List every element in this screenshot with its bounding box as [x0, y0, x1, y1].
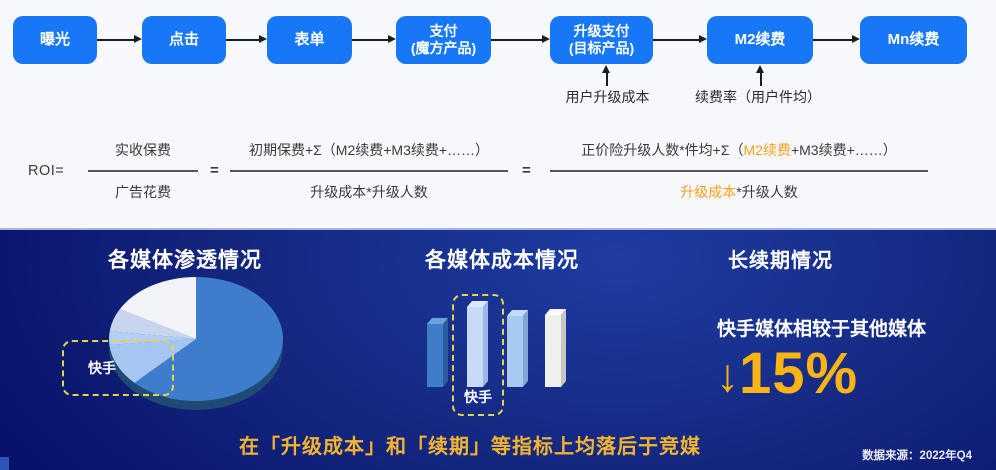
fraction3-num-post: +M3续费+……） [790, 142, 897, 158]
fraction-initial-premium: 初期保费+Σ（M2续费+M3续费+……） 升级成本*升级人数 [230, 140, 508, 202]
kuaishou-label: 快手 [88, 360, 116, 376]
equals-sign: = [522, 162, 531, 179]
up-arrow-icon [603, 65, 609, 86]
flow-arrow-icon [813, 36, 860, 43]
pie-chart-svg [109, 277, 283, 410]
fraction-premium-over-adspend: 实收保费 广告花费 [88, 140, 198, 202]
fraction2-numerator: 初期保费+Σ（M2续费+M3续费+……） [248, 142, 490, 158]
flow-arrow-icon [352, 36, 396, 43]
fraction1-numerator: 实收保费 [115, 142, 171, 158]
flow-arrow-icon [97, 36, 142, 43]
fraction3-numerator: 正价险升级人数*件均+Σ（M2续费+M3续费+……） [550, 140, 928, 160]
flow-arrow-icon [653, 36, 707, 43]
penetration-chart-title: 各媒体渗透情况 [108, 249, 262, 272]
kuaishou-bar-highlight: 快手 [452, 294, 504, 416]
funnel-step-exposure: 曝光 [13, 16, 97, 64]
annotation-upgrade-cost: 用户升级成本 [565, 89, 650, 105]
roi-label: ROI= [28, 163, 65, 179]
renewal-section-title: 长续期情况 [728, 250, 833, 272]
fraction3-den-post: *升级人数 [736, 183, 798, 200]
funnel-step-mn-renewal: Mn续费 [860, 16, 967, 64]
flow-arrow-icon [491, 36, 550, 43]
cost-bar-chart [420, 288, 580, 393]
fraction3-num-pre: 正价险升级人数*件均+Σ（ [581, 142, 744, 158]
funnel-step-upgrade-payment: 升级支付 (目标产品) [550, 16, 653, 64]
penetration-pie-chart [100, 272, 300, 417]
fraction-bar [550, 170, 928, 172]
equals-sign: = [210, 162, 219, 179]
fraction3-num-highlight: M2续费 [743, 142, 791, 158]
fraction-bar [230, 170, 508, 172]
roi-formula: ROI= 实收保费 广告花费 = 初期保费+Σ（M2续费+M3续费+……） 升级… [0, 130, 996, 220]
down-arrow-icon: ↓ [716, 349, 739, 401]
metric-value: 15% [739, 341, 859, 406]
kuaishou-pie-highlight: 快手 [62, 340, 174, 396]
analytics-panel: 各媒体渗透情况 各媒体成本情况 长续期情况 快手 快手 快手媒体相较于其他媒体 … [0, 228, 996, 470]
data-source-note: 数据来源：2022年Q4 [862, 450, 972, 462]
annotation-renewal-rate: 续费率（用户件均） [695, 89, 821, 105]
funnel-step-click: 点击 [142, 16, 226, 64]
renewal-metric: ↓ 15% [716, 342, 858, 406]
fraction3-den-highlight: 升级成本 [680, 183, 737, 200]
kuaishou-label: 快手 [464, 389, 492, 405]
fraction1-denominator: 广告花费 [115, 183, 171, 200]
up-arrow-icon [757, 65, 763, 86]
funnel-step-m2-renewal: M2续费 [707, 16, 813, 64]
fraction3-denominator: 升级成本*升级人数 [550, 182, 928, 202]
funnel-step-payment: 支付 (魔方产品) [396, 16, 491, 64]
corner-decoration [0, 457, 9, 470]
bar-chart-svg [427, 301, 566, 387]
conclusion-headline: 在「升级成本」和「续期」等指标上均落后于竞媒 [239, 436, 701, 458]
funnel-step-form: 表单 [267, 16, 352, 64]
cost-chart-title: 各媒体成本情况 [425, 249, 579, 272]
flow-arrow-icon [226, 36, 267, 43]
fraction2-denominator: 升级成本*升级人数 [310, 183, 428, 200]
fraction-bar [88, 170, 198, 172]
renewal-subtitle: 快手媒体相较于其他媒体 [717, 319, 927, 340]
fraction-upgrade-detail: 正价险升级人数*件均+Σ（M2续费+M3续费+……） 升级成本*升级人数 [550, 140, 928, 202]
